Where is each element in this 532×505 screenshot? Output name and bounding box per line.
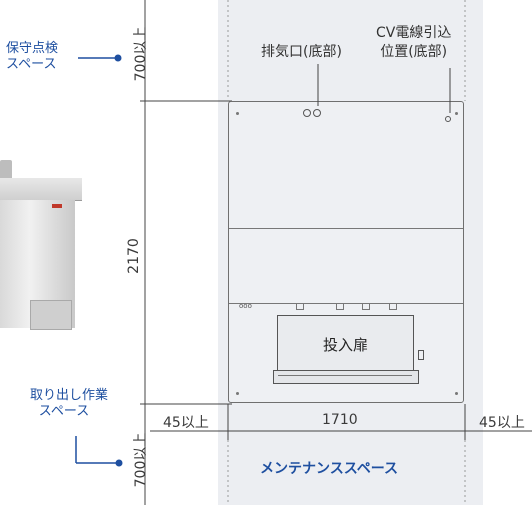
- bolt-icon: [236, 112, 239, 115]
- exhaust-hole-icon: [313, 109, 321, 117]
- exhaust-label: 排気口(底部): [261, 44, 342, 60]
- bolt-icon: [455, 392, 458, 395]
- door-slot: [296, 303, 304, 310]
- bolt-icon: [236, 392, 239, 395]
- door-label: 投入扉: [322, 336, 368, 354]
- panel-divider: [229, 303, 463, 304]
- removal-space-label: 取り出し作業 スペース: [29, 388, 108, 419]
- maintenance-label-top: 保守点検 スペース: [6, 41, 59, 72]
- bolt-icon: [455, 112, 458, 115]
- machine-photo: [0, 160, 82, 340]
- latch-icon: [418, 350, 424, 360]
- door-slot: [389, 303, 397, 310]
- door-handle: [273, 370, 419, 384]
- right-clearance-dim: 45以上: [479, 415, 525, 431]
- left-clearance-dim: 45以上: [163, 415, 209, 431]
- door-slot: [336, 303, 344, 310]
- exhaust-hole-icon: [303, 109, 311, 117]
- door-slot: [362, 303, 370, 310]
- cv-label: CV電線引込 位置(底部): [376, 25, 452, 60]
- machine-top-view: ooo 投入扉: [228, 101, 464, 403]
- panel-divider: [229, 228, 463, 229]
- width-dim: 1710: [322, 412, 358, 428]
- maintenance-space-label: メンテナンススペース: [260, 461, 399, 477]
- cv-hole-icon: [445, 116, 451, 122]
- input-door: 投入扉: [277, 315, 414, 373]
- vent-dots: ooo: [239, 302, 252, 310]
